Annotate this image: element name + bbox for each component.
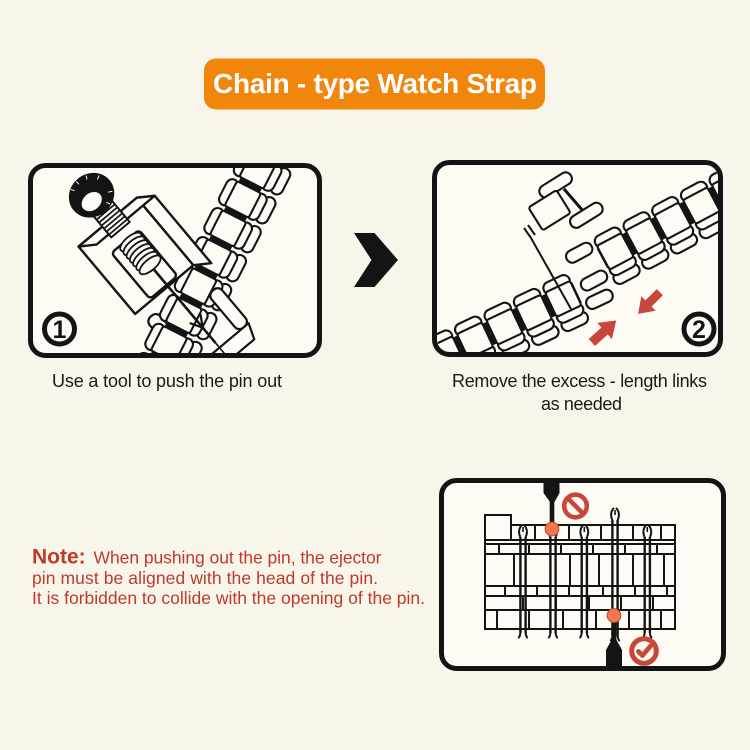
svg-text:It is forbidden to collide wit: It is forbidden to collide with the open…	[32, 588, 425, 608]
svg-text:2: 2	[692, 316, 706, 344]
svg-text:Chain - type Watch Strap: Chain - type Watch Strap	[213, 68, 537, 99]
svg-text:When pushing out the pin, the: When pushing out the pin, the ejector	[94, 548, 382, 568]
svg-text:Note:: Note:	[32, 546, 86, 569]
svg-text:Remove the excess - length lin: Remove the excess - length links	[452, 371, 707, 391]
svg-text:Use a tool to push the pin out: Use a tool to push the pin out	[52, 371, 282, 391]
svg-text:pin must be aligned with the h: pin must be aligned with the head of the…	[32, 568, 378, 588]
svg-text:1: 1	[53, 316, 67, 344]
svg-text:as needed: as needed	[541, 394, 622, 414]
